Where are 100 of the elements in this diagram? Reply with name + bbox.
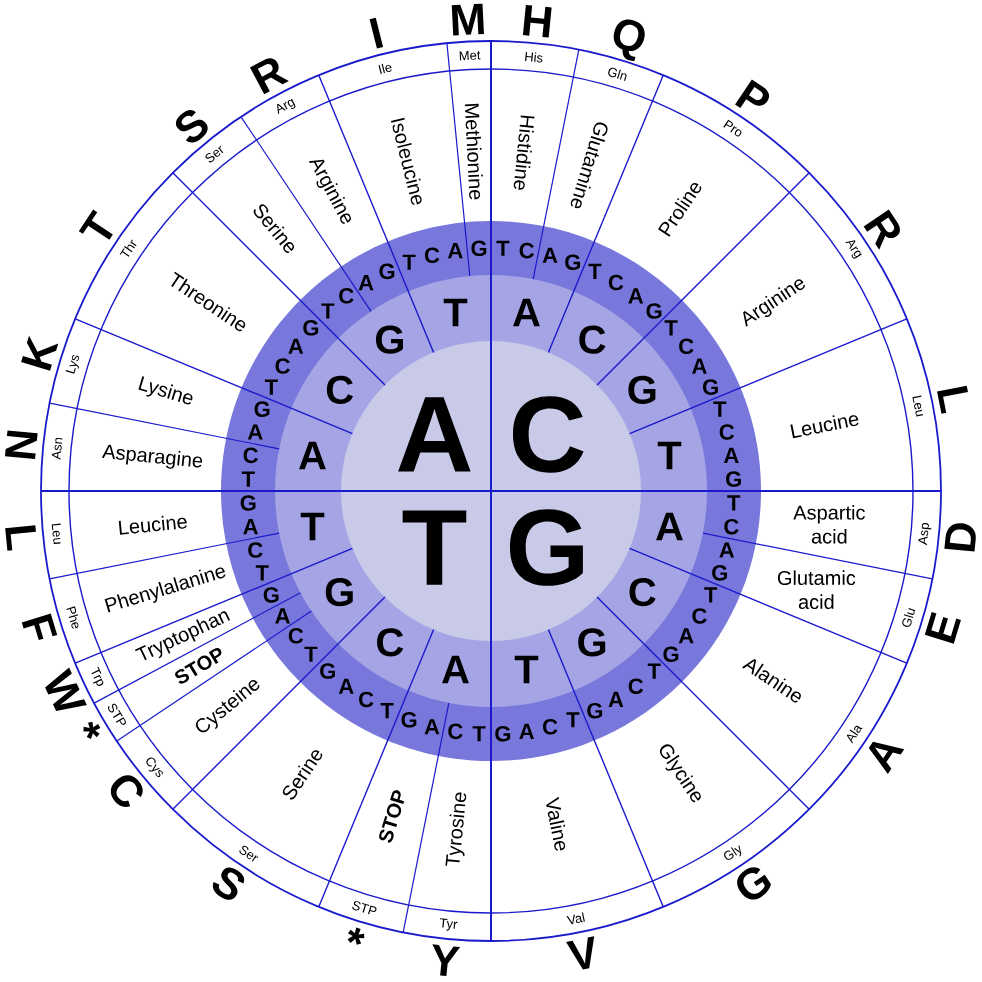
first-base-letter: C xyxy=(513,396,584,473)
third-base-letter: T xyxy=(321,303,335,319)
third-base-letter: G xyxy=(703,379,718,395)
first-base-letter: A xyxy=(398,397,471,472)
amino-acid-letter: K xyxy=(21,335,59,371)
second-base-letter: A xyxy=(513,298,540,327)
third-base-letter: G xyxy=(587,702,603,719)
amino-acid-name: Valine xyxy=(546,796,566,851)
third-base-letter: A xyxy=(628,288,644,304)
third-base-letter: A xyxy=(288,338,304,354)
second-base-letter: A xyxy=(656,512,683,541)
second-base-letter: A xyxy=(442,655,469,684)
third-base-letter: A xyxy=(519,723,534,739)
second-base-letter: A xyxy=(299,441,326,470)
third-base-letter: G xyxy=(663,646,679,662)
third-base-letter: A xyxy=(358,275,374,291)
third-base-letter: A xyxy=(692,358,707,374)
third-base-letter: C xyxy=(275,358,290,374)
third-base-letter: T xyxy=(566,712,580,728)
amino-acid-name: Isoleucine xyxy=(390,117,422,205)
third-base-letter: C xyxy=(288,628,304,644)
amino-acid-name: Methionine xyxy=(464,103,483,200)
third-base-letter: A xyxy=(243,519,258,535)
amino-acid-letter: I xyxy=(369,17,384,49)
amino-acid-letter: * xyxy=(347,927,365,945)
third-base-letter: T xyxy=(713,401,727,417)
amino-acid-name: Leucine xyxy=(790,415,859,439)
first-base-letter: T xyxy=(402,510,467,585)
third-base-letter: A xyxy=(275,608,290,624)
amino-acid-letter: S xyxy=(212,867,245,900)
third-base-letter: T xyxy=(588,263,602,279)
third-base-letter: A xyxy=(608,691,624,707)
amino-acid-name: Asparagine xyxy=(101,444,203,469)
third-base-letter: C xyxy=(628,678,644,694)
third-base-letter: C xyxy=(519,242,534,259)
second-base-letter: T xyxy=(443,298,468,327)
second-base-letter: G xyxy=(578,628,606,657)
amino-acid-letter: W xyxy=(45,667,87,711)
amino-acid-name: Lysine xyxy=(138,376,193,405)
amino-acid-letter: V xyxy=(566,936,595,970)
amino-acid-name: Tyrosine xyxy=(445,792,467,866)
third-base-letter: C xyxy=(448,723,463,740)
amino-acid-letter: R xyxy=(249,58,289,95)
third-base-letter: C xyxy=(724,518,739,535)
amino-acid-letter: S xyxy=(175,110,208,143)
second-base-letter: C xyxy=(326,375,354,404)
amino-acid-letter: D xyxy=(944,523,976,552)
second-base-letter: G xyxy=(628,375,656,404)
amino-acid-letter: F xyxy=(21,613,58,641)
third-base-letter: T xyxy=(664,320,678,336)
third-base-letter: C xyxy=(359,691,374,708)
third-base-letter: C xyxy=(243,447,258,464)
second-base-letter: C xyxy=(629,577,656,607)
amino-acid-letter: L xyxy=(5,525,36,551)
amino-acid-name: Glutamic acid xyxy=(777,570,856,610)
third-base-letter: A xyxy=(447,243,463,259)
third-base-letter: G xyxy=(379,263,395,280)
third-base-letter: T xyxy=(402,254,416,270)
third-base-letter: G xyxy=(471,240,487,257)
second-base-letter: G xyxy=(325,577,353,607)
third-base-letter: T xyxy=(647,663,661,679)
amino-acid-letter: C xyxy=(110,775,143,807)
first-base-letter: G xyxy=(510,509,583,586)
amino-acid-letter: E xyxy=(924,612,961,644)
amino-acid-letter: P xyxy=(735,79,770,109)
third-base-letter: T xyxy=(380,703,394,719)
third-base-letter: G xyxy=(712,565,727,581)
third-base-letter: C xyxy=(424,247,440,264)
third-base-letter: G xyxy=(565,254,581,270)
third-base-letter: G xyxy=(254,401,270,417)
amino-acid-name: Aspartic acid xyxy=(793,504,865,544)
amino-acid-letter: N xyxy=(4,430,38,460)
second-base-letter: T xyxy=(514,655,539,684)
third-base-letter: T xyxy=(241,471,255,487)
third-base-letter: G xyxy=(303,320,319,336)
third-base-letter: T xyxy=(704,587,718,603)
amino-acid-letter: M xyxy=(451,3,484,36)
amino-acid-letter: T xyxy=(78,209,113,240)
third-base-letter: T xyxy=(304,646,318,662)
third-base-letter: T xyxy=(472,726,486,742)
amino-acid-letter: Q xyxy=(613,19,645,62)
third-base-letter: G xyxy=(401,712,417,728)
amino-acid-letter: H xyxy=(522,4,552,38)
third-base-letter: T xyxy=(727,495,741,511)
third-base-letter: G xyxy=(240,495,256,511)
third-base-letter: A xyxy=(719,542,735,558)
amino-acid-letter: R xyxy=(863,209,900,250)
third-base-letter: T xyxy=(255,565,269,581)
amino-acid-name: Histidine xyxy=(513,115,535,190)
third-base-letter: C xyxy=(719,424,735,440)
third-base-letter: C xyxy=(679,338,694,355)
third-base-letter: C xyxy=(543,718,558,735)
third-base-letter: A xyxy=(723,447,739,463)
third-base-letter: A xyxy=(542,247,558,263)
amino-acid-name: STOP xyxy=(379,790,405,843)
third-base-letter: T xyxy=(264,379,278,395)
third-base-letter: G xyxy=(646,303,662,319)
third-base-letter: T xyxy=(496,240,510,256)
third-base-letter: C xyxy=(339,288,354,304)
amino-acid-letter: * xyxy=(83,721,101,740)
